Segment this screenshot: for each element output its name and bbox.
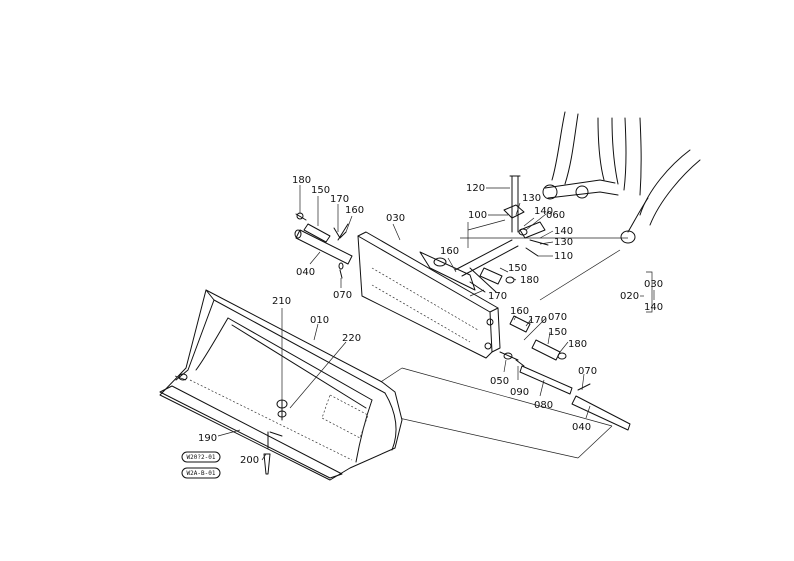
pins-right (469, 267, 631, 431)
label-140-b: 140 (554, 226, 573, 237)
label-190: 190 (198, 433, 217, 444)
label-130-b: 130 (554, 237, 573, 248)
label-050: 050 (490, 376, 509, 387)
label-170-a: 170 (330, 194, 349, 205)
label-090: 090 (510, 387, 529, 398)
hitch-frame (357, 231, 501, 359)
label-210: 210 (272, 296, 291, 307)
label-150-a: 150 (311, 185, 330, 196)
label-160-a: 160 (345, 205, 364, 216)
reference-stamps: W20?2-01 W2A-B-01 (181, 451, 221, 479)
label-070-b: 070 (548, 312, 567, 323)
pins-left (294, 212, 353, 279)
label-220: 220 (342, 333, 361, 344)
label-020: 020 (620, 291, 639, 302)
stamp-1: W20?2-01 (187, 454, 216, 461)
stamp-2: W2A-B-01 (187, 470, 216, 477)
label-140-a: 140 (534, 206, 553, 217)
label-150-b: 150 (508, 263, 527, 274)
label-180-b: 180 (520, 275, 539, 286)
label-040-b: 040 (572, 422, 591, 433)
part-labels: 180 150 170 160 030 040 070 120 130 100 … (198, 175, 663, 466)
label-180-c: 180 (568, 339, 587, 350)
label-110: 110 (554, 251, 573, 262)
label-120: 120 (466, 183, 485, 194)
label-030-a: 030 (386, 213, 405, 224)
lever-assembly (454, 175, 549, 277)
leader-lines (217, 185, 655, 461)
label-130-a: 130 (522, 193, 541, 204)
bucket-body (159, 289, 403, 481)
bolts-bottom (263, 399, 288, 475)
label-100: 100 (468, 210, 487, 221)
loader-arms (542, 111, 701, 244)
label-170-c: 170 (528, 315, 547, 326)
label-070-a: 070 (333, 290, 352, 301)
label-170-b: 170 (488, 291, 507, 302)
label-140-c: 140 (644, 302, 663, 313)
label-180-a: 180 (292, 175, 311, 186)
label-160-b: 160 (440, 246, 459, 257)
label-080: 080 (534, 400, 553, 411)
label-070-c: 070 (578, 366, 597, 377)
label-010: 010 (310, 315, 329, 326)
label-150-c: 150 (548, 327, 567, 338)
label-200: 200 (240, 455, 259, 466)
label-060: 060 (546, 210, 565, 221)
label-040-a: 040 (296, 267, 315, 278)
label-030-b: 030 (644, 279, 663, 290)
label-160-c: 160 (510, 306, 529, 317)
